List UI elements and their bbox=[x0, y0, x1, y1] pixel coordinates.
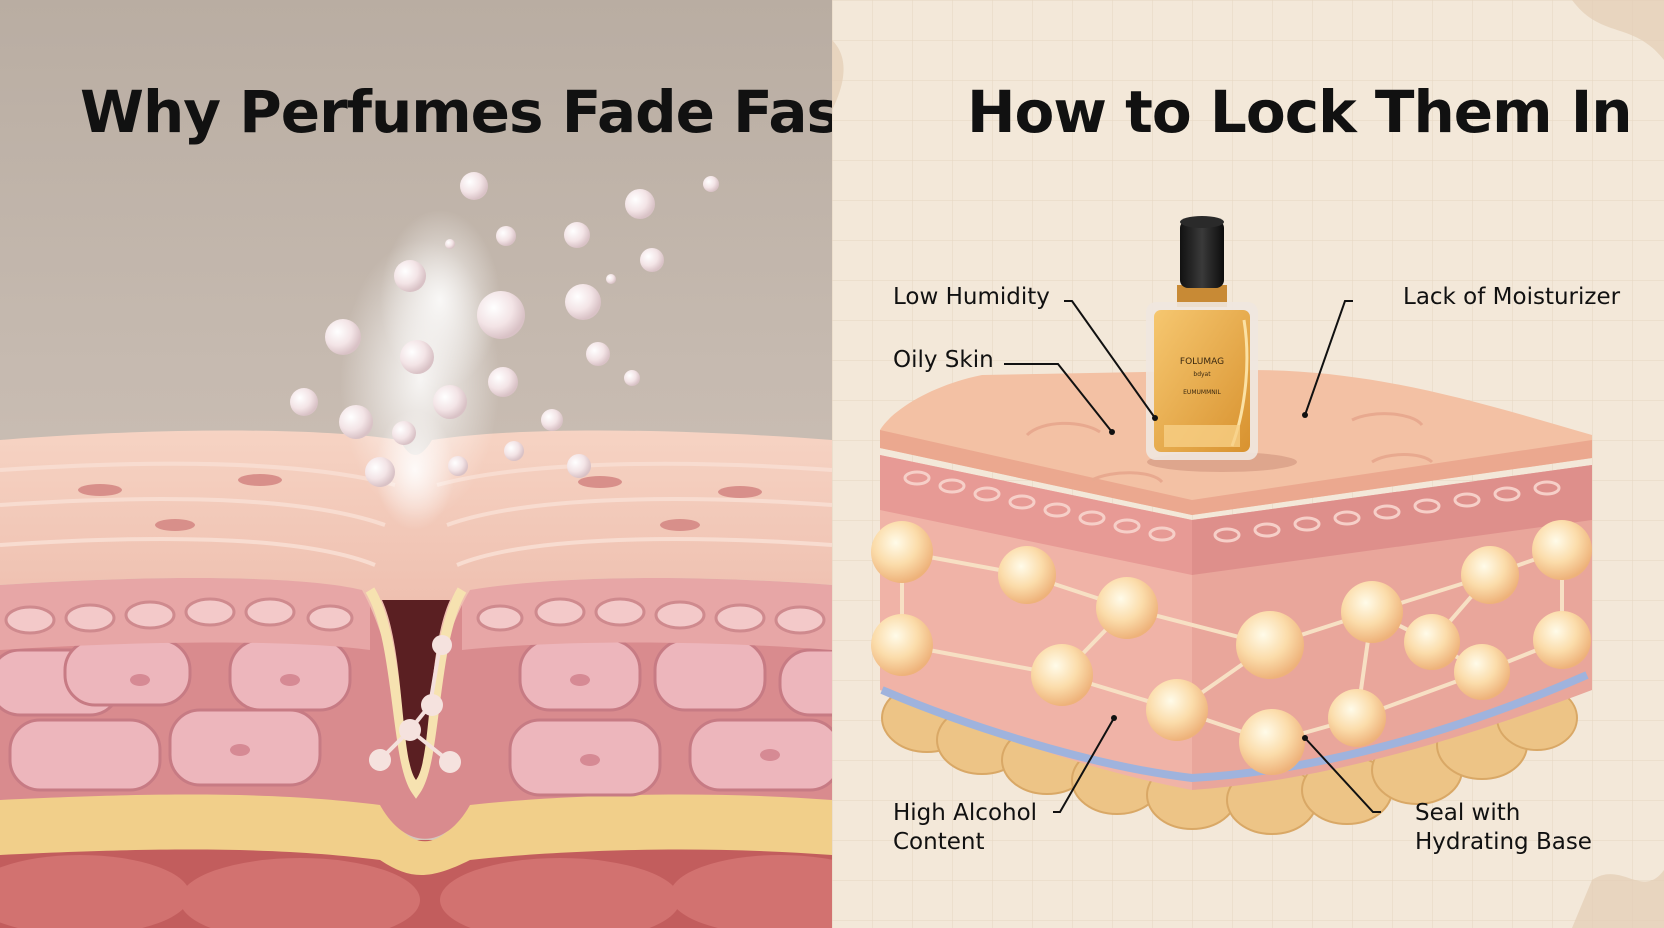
dermis-cells bbox=[0, 638, 832, 797]
evaporating-bubbles bbox=[290, 172, 719, 487]
perfume-bottle: FOLUMAG bdyat EUMUMMNIL bbox=[1146, 216, 1297, 472]
label-oily-skin: Oily Skin bbox=[893, 347, 994, 373]
label-high-alcohol-line2: Content bbox=[893, 829, 985, 855]
epidermis-surface bbox=[0, 430, 832, 720]
callout-lines bbox=[1004, 300, 1381, 813]
left-title: Why Perfumes Fade Fast bbox=[80, 78, 832, 146]
bottle-cap bbox=[1180, 220, 1224, 288]
right-panel: FOLUMAG bdyat EUMUMMNIL How to Lock Them bbox=[832, 0, 1664, 928]
label-lack-of-moisturizer: Lack of Moisturizer bbox=[1403, 284, 1621, 310]
epidermis-cells bbox=[4, 597, 826, 635]
label-seal-line2: Hydrating Base bbox=[1415, 829, 1592, 855]
fat-layer bbox=[0, 789, 832, 875]
left-panel: Why Perfumes Fade Fast bbox=[0, 0, 832, 928]
label-high-alcohol: High Alcohol Content bbox=[893, 799, 1037, 857]
label-seal-hydrating-base: Seal with Hydrating Base bbox=[1415, 799, 1592, 857]
hydrating-orbs bbox=[871, 520, 1592, 775]
skin-block-illustration: FOLUMAG bdyat EUMUMMNIL bbox=[832, 0, 1664, 928]
label-low-humidity: Low Humidity bbox=[893, 284, 1050, 310]
label-high-alcohol-line1: High Alcohol bbox=[893, 800, 1038, 826]
bottle-label-line2: bdyat bbox=[1193, 371, 1211, 378]
blood-vessel bbox=[880, 671, 1589, 783]
bottle-label-line1: FOLUMAG bbox=[1180, 357, 1224, 367]
label-seal-line1: Seal with bbox=[1415, 800, 1521, 826]
skin-cross-section-illustration bbox=[0, 172, 832, 928]
bottle-label-line3: EUMUMMNIL bbox=[1183, 389, 1221, 396]
right-title: How to Lock Them In bbox=[967, 78, 1633, 146]
